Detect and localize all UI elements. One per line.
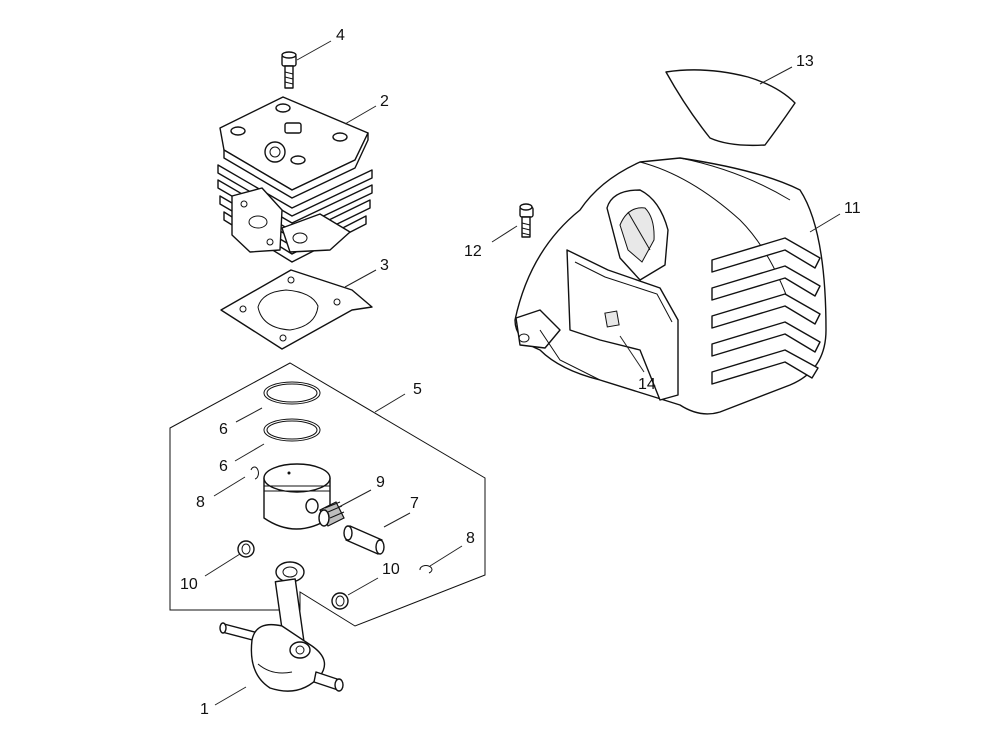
gasket-icon [220, 269, 373, 350]
callout-7: 7 [410, 495, 419, 512]
circlip-icon [250, 466, 259, 480]
cylinder-icon [217, 96, 373, 263]
callout-14: 14 [638, 376, 656, 393]
screw-icon [519, 203, 534, 238]
piston-ring-icon [263, 381, 321, 405]
callout-3: 3 [380, 257, 389, 274]
crankshaft-icon [219, 561, 344, 692]
screw-icon [281, 51, 297, 89]
callout-13: 13 [796, 53, 814, 70]
callout-8a: 8 [196, 494, 205, 511]
thrust-washer-icon [331, 592, 349, 610]
circlip-icon [419, 565, 433, 574]
needle-bearing-icon [318, 501, 345, 527]
piston-ring-icon [263, 418, 321, 442]
label-icon [665, 69, 796, 147]
callout-10b: 10 [382, 561, 400, 578]
callout-2: 2 [380, 93, 389, 110]
callout-8b: 8 [466, 530, 475, 547]
callout-6b: 6 [219, 458, 228, 475]
piston-pin-icon [343, 525, 385, 555]
callout-11: 11 [844, 200, 861, 217]
engine-cover-icon [514, 157, 827, 415]
callout-5: 5 [413, 381, 422, 398]
callout-4: 4 [336, 27, 345, 44]
callout-10a: 10 [180, 576, 198, 593]
callout-9: 9 [376, 474, 385, 491]
piston-kit-outline [169, 362, 486, 627]
leader-lines [204, 40, 841, 706]
piston-icon [263, 463, 331, 530]
callout-1: 1 [200, 701, 209, 718]
thrust-washer-icon [237, 540, 255, 558]
callout-6a: 6 [219, 421, 228, 438]
callout-12: 12 [464, 243, 482, 260]
